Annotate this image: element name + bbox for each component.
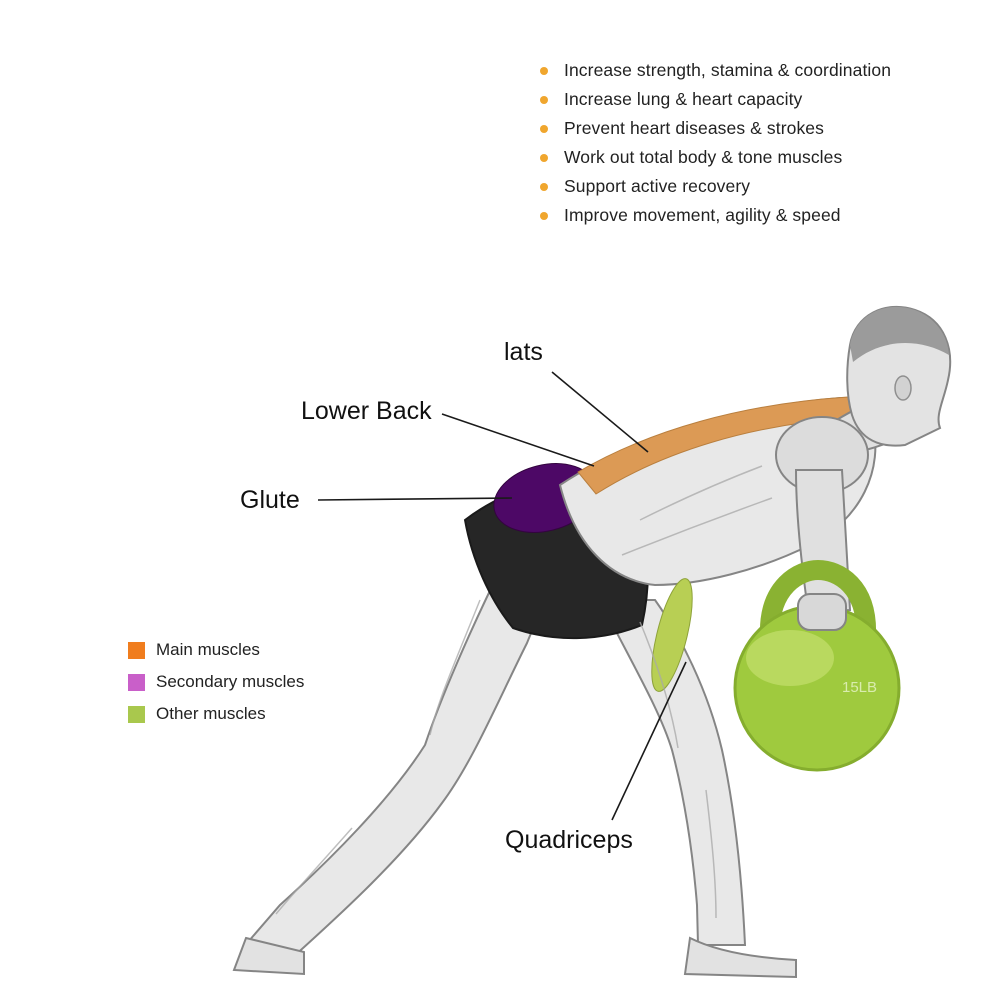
benefits-list: Increase strength, stamina & coordinatio…: [540, 56, 960, 230]
bullet-icon: [540, 182, 548, 191]
kettlebell-handle: [759, 559, 877, 646]
hand: [797, 593, 847, 631]
arm: [794, 469, 852, 614]
benefit-item: Work out total body & tone muscles: [540, 143, 960, 172]
hair: [850, 306, 949, 362]
legend-item-secondary: Secondary muscles: [128, 672, 304, 692]
bullet-icon: [540, 153, 548, 162]
legend-swatch-secondary: [128, 673, 145, 691]
bullet-icon: [540, 124, 548, 133]
lower-back-leader-line: [441, 413, 595, 467]
glute-leader-line: [317, 497, 513, 501]
legend-swatch-main: [128, 641, 145, 659]
benefit-text: Increase lung & heart capacity: [564, 89, 803, 109]
legend-swatch-other: [128, 705, 145, 723]
quadriceps-highlight: [651, 578, 693, 692]
quadriceps-leader-line: [611, 661, 687, 821]
bullet-icon: [540, 95, 548, 104]
label-quadriceps: Quadriceps: [505, 826, 633, 854]
kettlebell-weight-text: 15LB: [842, 679, 877, 696]
ear: [894, 375, 912, 401]
benefit-text: Prevent heart diseases & strokes: [564, 118, 824, 138]
benefit-text: Improve movement, agility & speed: [564, 205, 841, 225]
legend-label: Secondary muscles: [156, 672, 305, 691]
legend-label: Main muscles: [156, 640, 260, 659]
muscle-detail-lines: [275, 465, 773, 919]
label-glute: Glute: [240, 486, 300, 514]
legend-label: Other muscles: [156, 704, 266, 723]
benefit-text: Work out total body & tone muscles: [564, 147, 843, 167]
front-leg: [598, 599, 747, 946]
bullet-icon: [540, 211, 548, 220]
benefit-item: Support active recovery: [540, 172, 960, 201]
benefit-text: Increase strength, stamina & coordinatio…: [564, 60, 892, 80]
benefit-item: Prevent heart diseases & strokes: [540, 114, 960, 143]
rear-foot: [232, 936, 305, 976]
label-lats: lats: [504, 338, 543, 366]
benefit-item: Increase strength, stamina & coordinatio…: [540, 56, 960, 85]
legend-item-other: Other muscles: [128, 704, 304, 724]
legend-item-main: Main muscles: [128, 640, 304, 660]
lats-leader-line: [551, 371, 649, 453]
muscle-legend: Main muscles Secondary muscles Other mus…: [128, 640, 304, 736]
benefit-item: Improve movement, agility & speed: [540, 201, 960, 230]
benefit-item: Increase lung & heart capacity: [540, 85, 960, 114]
front-foot: [683, 936, 797, 979]
label-lower-back: Lower Back: [301, 397, 432, 425]
bullet-icon: [540, 66, 548, 75]
benefit-text: Support active recovery: [564, 176, 751, 196]
kettlebell-shine: [746, 630, 834, 686]
